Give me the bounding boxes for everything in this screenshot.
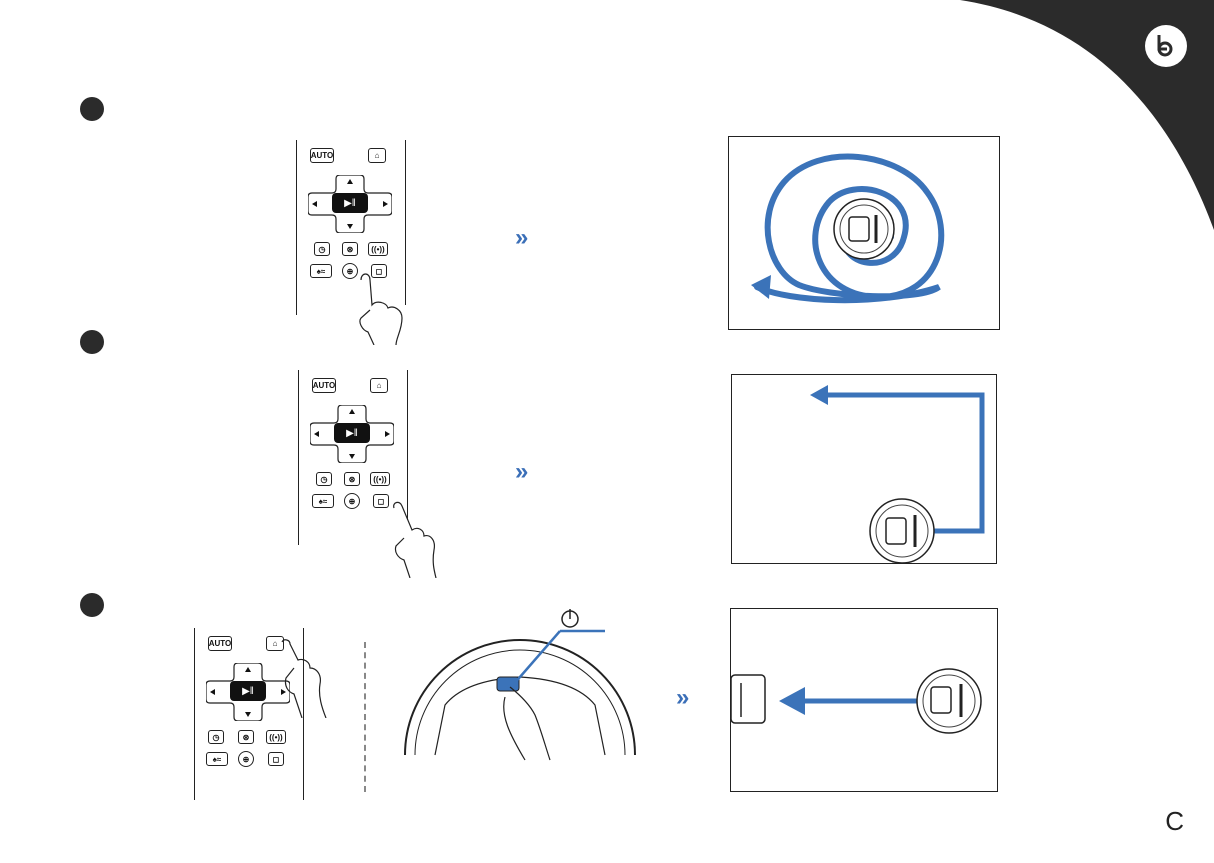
spot-button[interactable]: ⊕ <box>238 751 254 767</box>
chevron-2: » <box>515 458 522 486</box>
edge-path <box>732 375 998 565</box>
chevron-3: » <box>676 684 683 712</box>
clock-button[interactable]: ◷ <box>314 242 330 256</box>
step-2-marker <box>80 330 104 354</box>
chevron-1: » <box>515 224 522 252</box>
step-1-marker <box>80 97 104 121</box>
fan-button[interactable]: ⊛ <box>238 730 254 744</box>
dock-path <box>731 609 999 793</box>
play-pause-icon[interactable]: ▶‖ <box>334 423 370 443</box>
home-icon[interactable]: ⌂ <box>368 148 386 163</box>
signal-button[interactable]: ((•)) <box>266 730 286 744</box>
auto-button[interactable]: AUTO <box>208 636 232 651</box>
signal-button[interactable]: ((•)) <box>368 242 388 256</box>
remote-control-3: AUTO ⌂ ▶‖ ◷ ⊛ ((•)) ♠≈ ⊕ ◻ <box>194 628 304 803</box>
suction-button[interactable]: ♠≈ <box>312 494 334 508</box>
clock-button[interactable]: ◷ <box>208 730 224 744</box>
remote-control-2: AUTO ⌂ ▶‖ ◷ ⊛ ((•)) ♠≈ ⊕ ◻ <box>298 370 408 570</box>
fan-button[interactable]: ⊛ <box>344 472 360 486</box>
robot-power-button-illustration <box>395 605 645 765</box>
home-icon[interactable]: ⌂ <box>370 378 388 393</box>
fan-button[interactable]: ⊛ <box>342 242 358 256</box>
play-pause-icon[interactable]: ▶‖ <box>332 193 368 213</box>
divider <box>364 642 366 792</box>
brand-logo-icon <box>1145 25 1187 67</box>
power-icon <box>562 608 582 628</box>
play-pause-icon[interactable]: ▶‖ <box>230 681 266 701</box>
auto-button[interactable]: AUTO <box>312 378 336 393</box>
suction-button[interactable]: ♠≈ <box>310 264 332 278</box>
clock-button[interactable]: ◷ <box>316 472 332 486</box>
remote-control-1: AUTO ⌂ ▶‖ ◷ ⊛ ((•)) ♠≈ ⊕ ◻ <box>296 140 406 340</box>
pointing-hand <box>274 638 334 718</box>
edge-button[interactable]: ◻ <box>268 752 284 766</box>
page-number: C <box>1165 806 1184 837</box>
signal-button[interactable]: ((•)) <box>370 472 390 486</box>
return-to-dock-panel <box>730 608 998 792</box>
pointing-hand <box>390 500 440 578</box>
auto-button[interactable]: AUTO <box>310 148 334 163</box>
edge-cleaning-panel <box>731 374 997 564</box>
spiral-path <box>729 137 1001 331</box>
spiral-cleaning-panel <box>728 136 1000 330</box>
suction-button[interactable]: ♠≈ <box>206 752 228 766</box>
pointing-hand <box>356 270 416 345</box>
step-3-marker <box>80 593 104 617</box>
spot-button[interactable]: ⊕ <box>344 493 360 509</box>
edge-button[interactable]: ◻ <box>373 494 389 508</box>
